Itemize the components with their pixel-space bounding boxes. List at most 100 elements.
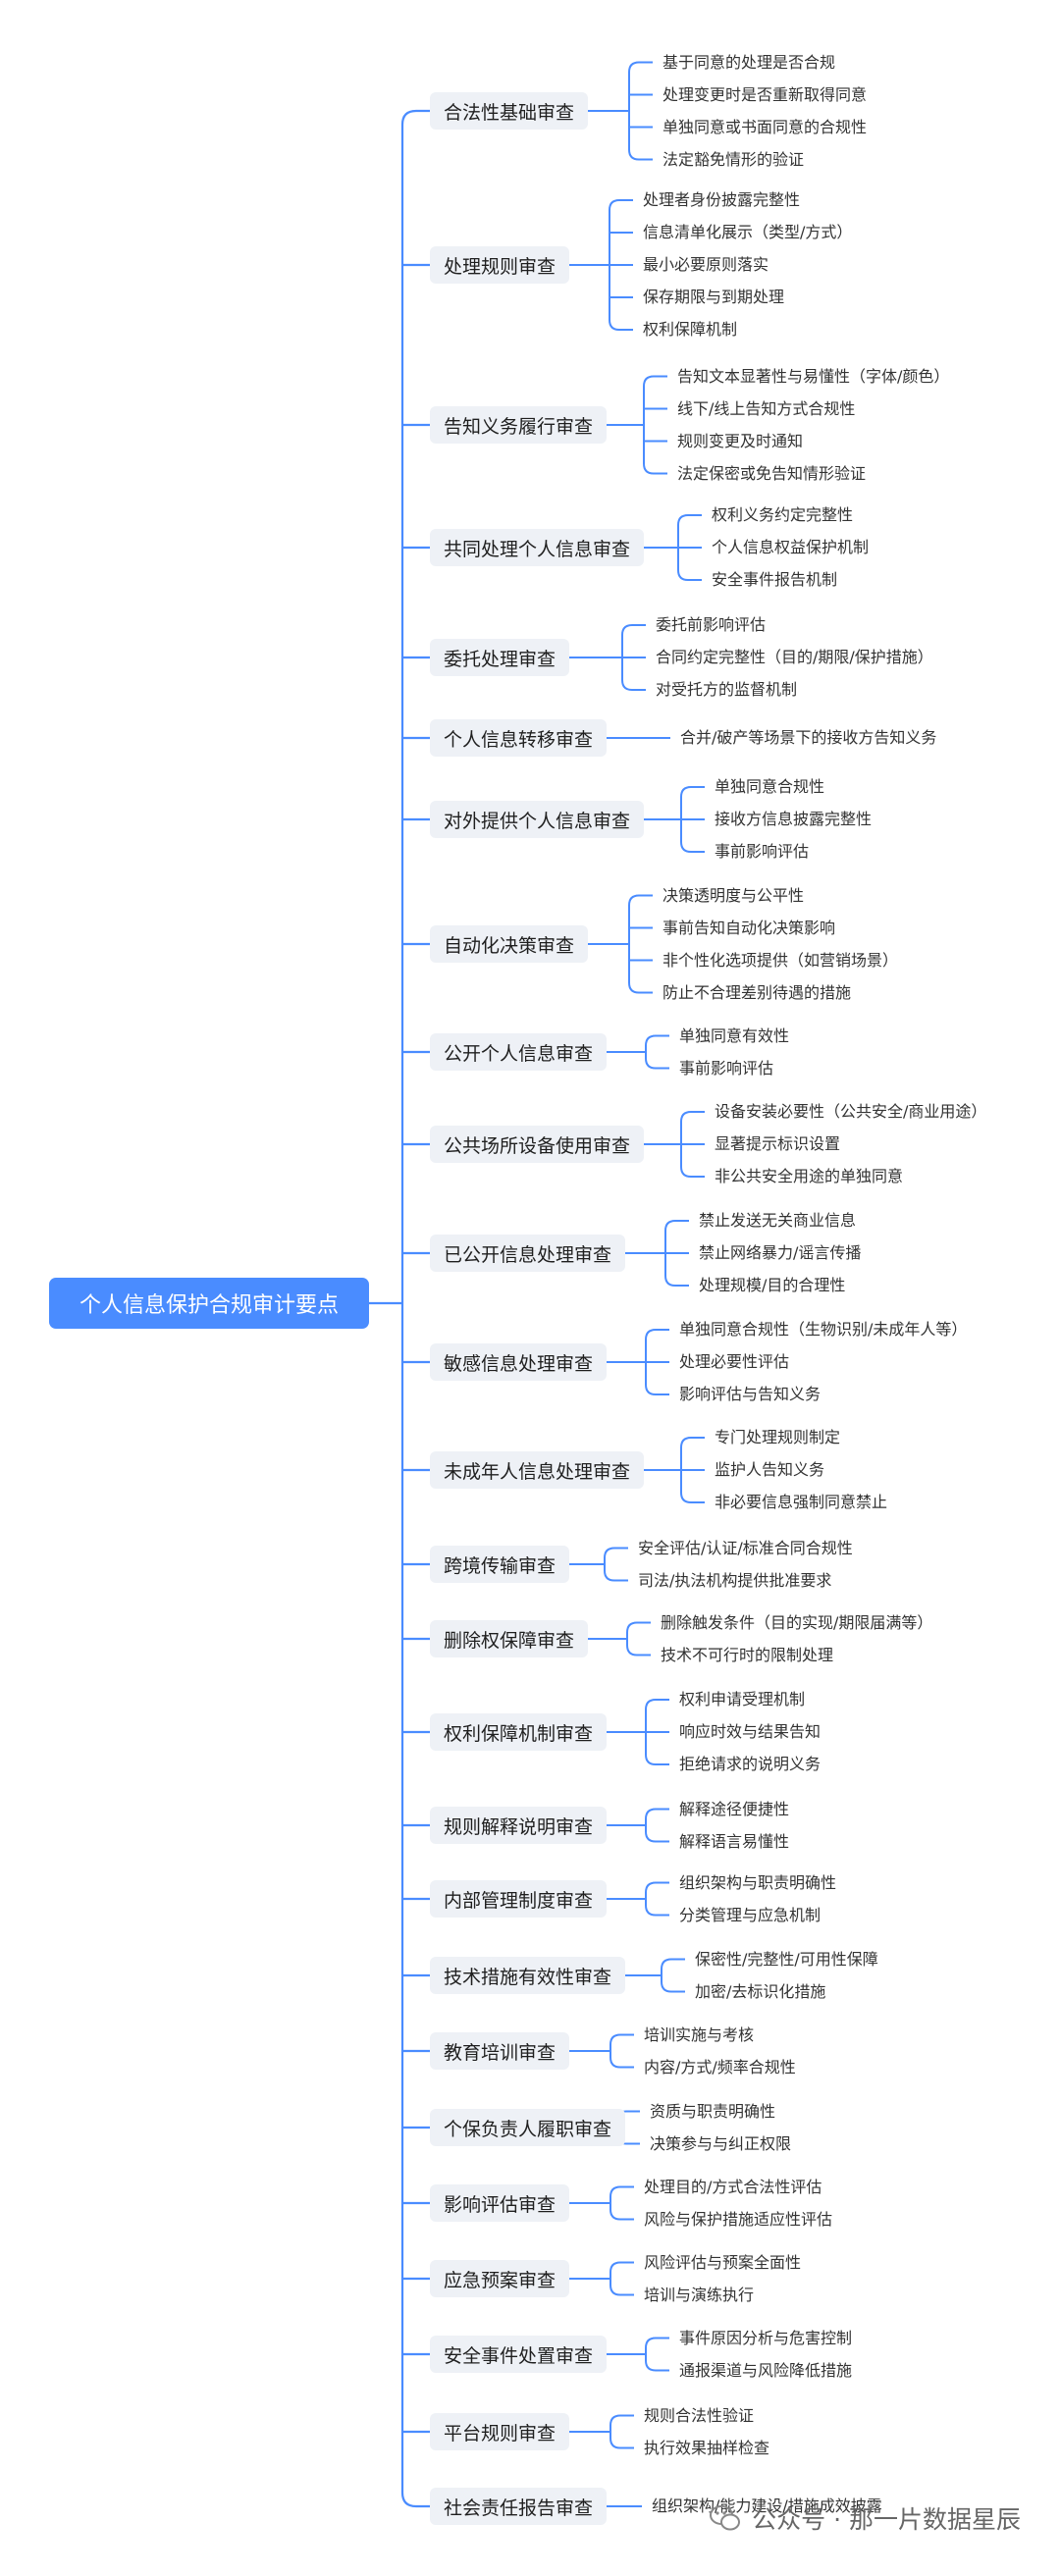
connector-line xyxy=(645,2360,669,2372)
leaf-item: 技术不可行时的限制处理 xyxy=(661,1645,834,1664)
branch-node: 自动化决策审查 xyxy=(430,925,589,963)
connector-line xyxy=(621,624,646,636)
leaf-item: 风险与保护措施适应性评估 xyxy=(644,2209,833,2229)
connector-line xyxy=(626,1621,651,1633)
leaf-item: 决策透明度与公平性 xyxy=(662,885,805,905)
leaf-item: 最小必要原则落实 xyxy=(643,255,769,274)
leaf-item: 培训实施与考核 xyxy=(644,2024,755,2044)
connector-line xyxy=(645,1699,669,1710)
branch-node: 公共场所设备使用审查 xyxy=(430,1126,645,1163)
leaf-item: 非公共安全用途的单独同意 xyxy=(715,1167,904,1185)
connector-line xyxy=(645,1905,669,1917)
leaf-item: 规则合法性验证 xyxy=(644,2405,755,2425)
leaf-item: 事前影响评估 xyxy=(679,1058,774,1078)
connector-line xyxy=(610,2057,634,2069)
connector-line xyxy=(645,1831,669,1843)
leaf-item: 事前影响评估 xyxy=(715,842,810,861)
leaf-item: 专门处理规则制定 xyxy=(715,1428,841,1446)
branch-node: 平台规则审查 xyxy=(430,2413,570,2450)
connector-line xyxy=(645,1808,669,1819)
leaf-item: 通报渠道与风险降低措施 xyxy=(679,2360,853,2380)
connector-line xyxy=(645,1754,669,1765)
leaf-item: 司法/执法机构提供批准要求 xyxy=(638,1570,832,1590)
connector-line xyxy=(661,1981,685,1993)
leaf-item: 执行效果抽样检查 xyxy=(644,2438,770,2457)
connector-line xyxy=(400,109,430,126)
leaf-item: 分类管理与应急机制 xyxy=(679,1905,822,1924)
leaf-item: 信息清单化展示（类型/方式） xyxy=(643,223,853,241)
connector-line xyxy=(609,319,633,331)
leaf-item: 规则变更及时通知 xyxy=(677,431,804,450)
leaf-item: 权利义务约定完整性 xyxy=(712,505,854,524)
connector-line xyxy=(645,1881,669,1893)
leaf-item: 显著提示标识设置 xyxy=(715,1134,841,1153)
branch-node: 影响评估审查 xyxy=(430,2184,570,2222)
leaf-item: 安全评估/认证/标准合同合规性 xyxy=(638,1538,853,1557)
leaf-item: 防止不合理差别待遇的措施 xyxy=(662,982,852,1002)
leaf-item: 风险评估与预案全面性 xyxy=(644,2252,802,2272)
connector-line xyxy=(610,2185,634,2197)
connector-line xyxy=(610,2209,634,2221)
branch-node: 未成年人信息处理审查 xyxy=(430,1451,645,1489)
leaf-item: 单独同意合规性（生物识别/未成年人等） xyxy=(679,1320,968,1339)
connector-line xyxy=(643,375,667,387)
connector-line xyxy=(645,1329,669,1341)
leaf-item: 处理者身份披露完整性 xyxy=(643,190,801,209)
branch-node: 告知义务履行审查 xyxy=(430,406,608,444)
connector-line xyxy=(610,2285,634,2296)
wechat-icon xyxy=(710,2505,741,2531)
branch-node: 规则解释说明审查 xyxy=(430,1807,608,1844)
connector-line xyxy=(661,1958,685,1970)
branch-node: 内部管理制度审查 xyxy=(430,1880,608,1918)
connector-line xyxy=(628,149,653,161)
connector-line xyxy=(628,894,653,906)
leaf-item: 监护人告知义务 xyxy=(715,1460,825,1479)
branch-node: 处理规则审查 xyxy=(430,246,570,284)
leaf-item: 解释途径便捷性 xyxy=(679,1799,790,1818)
connector-line xyxy=(680,1166,705,1178)
leaf-item: 告知文本显著性与易懂性（字体/颜色） xyxy=(677,366,950,386)
branch-node: 应急预案审查 xyxy=(430,2260,570,2297)
leaf-item: 删除触发条件（目的实现/期限届满等） xyxy=(661,1612,933,1632)
connector-line xyxy=(610,2438,634,2449)
root-node: 个人信息保护合规审计要点 xyxy=(49,1278,369,1329)
connector-line xyxy=(680,786,705,798)
connector-line xyxy=(610,2414,634,2426)
branch-node: 跨境传输审查 xyxy=(430,1546,570,1583)
leaf-item: 个人信息权益保护机制 xyxy=(712,538,870,556)
branch-node: 社会责任报告审查 xyxy=(430,2488,608,2525)
leaf-item: 处理必要性评估 xyxy=(679,1352,790,1371)
leaf-item: 非必要信息强制同意禁止 xyxy=(715,1493,888,1511)
leaf-item: 禁止网络暴力/谣言传播 xyxy=(699,1243,862,1262)
connector-line xyxy=(645,1384,669,1395)
leaf-item: 响应时效与结果告知 xyxy=(679,1722,822,1741)
connector-line xyxy=(610,2033,634,2045)
connector-line xyxy=(400,2492,430,2508)
leaf-item: 法定豁免情形的验证 xyxy=(662,149,805,169)
connector-line xyxy=(604,1547,628,1558)
leaf-item: 合并/破产等场景下的接收方告知义务 xyxy=(680,728,937,747)
leaf-item: 禁止发送无关商业信息 xyxy=(699,1211,857,1230)
branch-node: 删除权保障审查 xyxy=(430,1620,589,1657)
leaf-item: 决策参与与纠正权限 xyxy=(650,2133,792,2153)
leaf-item: 保存期限与到期处理 xyxy=(643,288,785,306)
connector-line xyxy=(664,1220,689,1232)
leaf-item: 组织架构/能力建设/措施成效披露 xyxy=(652,2497,882,2515)
watermark-text: 公众号 · 那一片数据星辰 xyxy=(752,2505,1021,2534)
leaf-item: 处理变更时是否重新取得同意 xyxy=(662,84,868,104)
branch-node: 个人信息转移审查 xyxy=(430,719,608,757)
branch-node: 已公开信息处理审查 xyxy=(430,1235,626,1272)
connector-line xyxy=(628,61,653,73)
connector-line xyxy=(609,199,633,211)
branch-node: 对外提供个人信息审查 xyxy=(430,801,645,838)
branch-node: 共同处理个人信息审查 xyxy=(430,529,645,566)
leaf-item: 单独同意合规性 xyxy=(715,777,825,796)
leaf-item: 线下/线上告知方式合规性 xyxy=(677,398,856,418)
connector-line xyxy=(680,1111,705,1123)
branch-node: 技术措施有效性审查 xyxy=(430,1957,626,1994)
leaf-item: 影响评估与告知义务 xyxy=(679,1385,822,1403)
leaf-item: 权利保障机制 xyxy=(643,320,738,339)
branch-node: 敏感信息处理审查 xyxy=(430,1343,608,1381)
leaf-item: 组织架构与职责明确性 xyxy=(679,1872,837,1892)
